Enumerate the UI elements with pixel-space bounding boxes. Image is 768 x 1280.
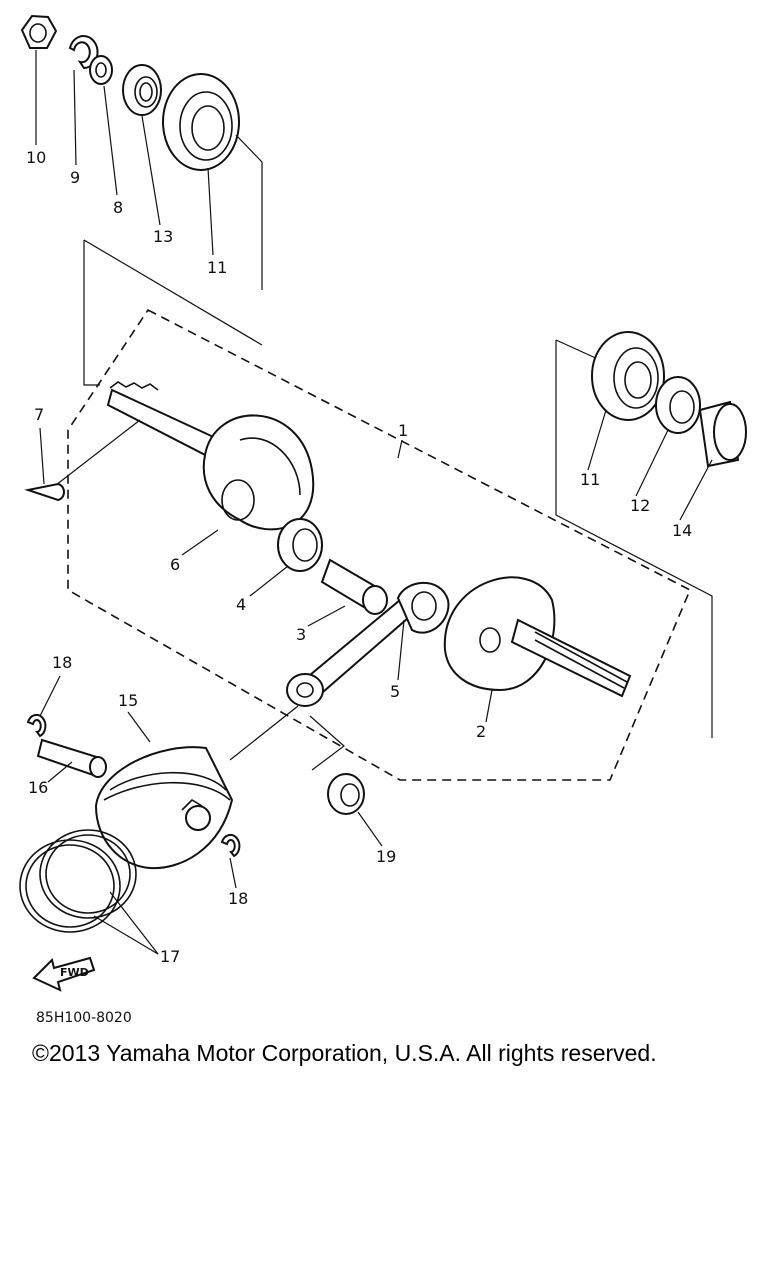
piston-rings-17 <box>19 829 137 933</box>
circlip-9 <box>68 35 99 70</box>
nut-10 <box>20 14 58 49</box>
callout-8: 8 <box>113 198 123 217</box>
callout-11-top: 11 <box>207 258 227 277</box>
callout-10: 10 <box>26 148 46 167</box>
copyright-notice: ©2013 Yamaha Motor Corporation, U.S.A. A… <box>32 1040 657 1066</box>
connecting-rod-5 <box>286 581 450 707</box>
callout-16: 16 <box>28 778 48 797</box>
figure-code: 85H100-8020 <box>36 1010 132 1026</box>
callout-2: 2 <box>476 722 486 741</box>
crank-pin-3 <box>320 558 388 615</box>
collar-14 <box>698 400 747 468</box>
callout-9: 9 <box>70 168 80 187</box>
callout-5: 5 <box>390 682 400 701</box>
callout-1: 1 <box>398 421 408 440</box>
bearing-11-right <box>591 331 665 421</box>
needle-bearing-4 <box>277 518 323 572</box>
callout-12: 12 <box>630 496 650 515</box>
callout-15: 15 <box>118 691 138 710</box>
callout-11-right: 11 <box>580 470 600 489</box>
circlip-18-right <box>220 833 241 858</box>
woodruff-key-7 <box>24 482 65 502</box>
callout-4: 4 <box>236 595 246 614</box>
washer-8 <box>89 55 113 85</box>
callout-13: 13 <box>153 227 173 246</box>
exploded-parts-diagram: 10 9 8 13 11 1 6 7 4 3 5 <box>19 14 747 992</box>
callout-6: 6 <box>170 555 180 574</box>
fwd-arrow-icon: FWD <box>32 956 96 992</box>
crankshaft-right-2 <box>443 576 632 698</box>
fwd-label: FWD <box>60 966 89 979</box>
oil-seal-12 <box>655 376 701 434</box>
callout-18-left: 18 <box>52 653 72 672</box>
callout-7: 7 <box>34 405 44 424</box>
callout-3: 3 <box>296 625 306 644</box>
callout-14: 14 <box>672 521 692 540</box>
piston-15 <box>94 746 234 870</box>
callout-18-right: 18 <box>228 889 248 908</box>
crankshaft-left-6 <box>106 381 315 531</box>
oil-seal-13 <box>122 64 162 116</box>
circlip-18-left <box>26 713 47 738</box>
callout-19: 19 <box>376 847 396 866</box>
callout-17: 17 <box>160 947 180 966</box>
piston-pin-16 <box>36 738 107 778</box>
needle-bearing-19 <box>327 773 365 815</box>
bearing-11-top <box>162 73 240 171</box>
